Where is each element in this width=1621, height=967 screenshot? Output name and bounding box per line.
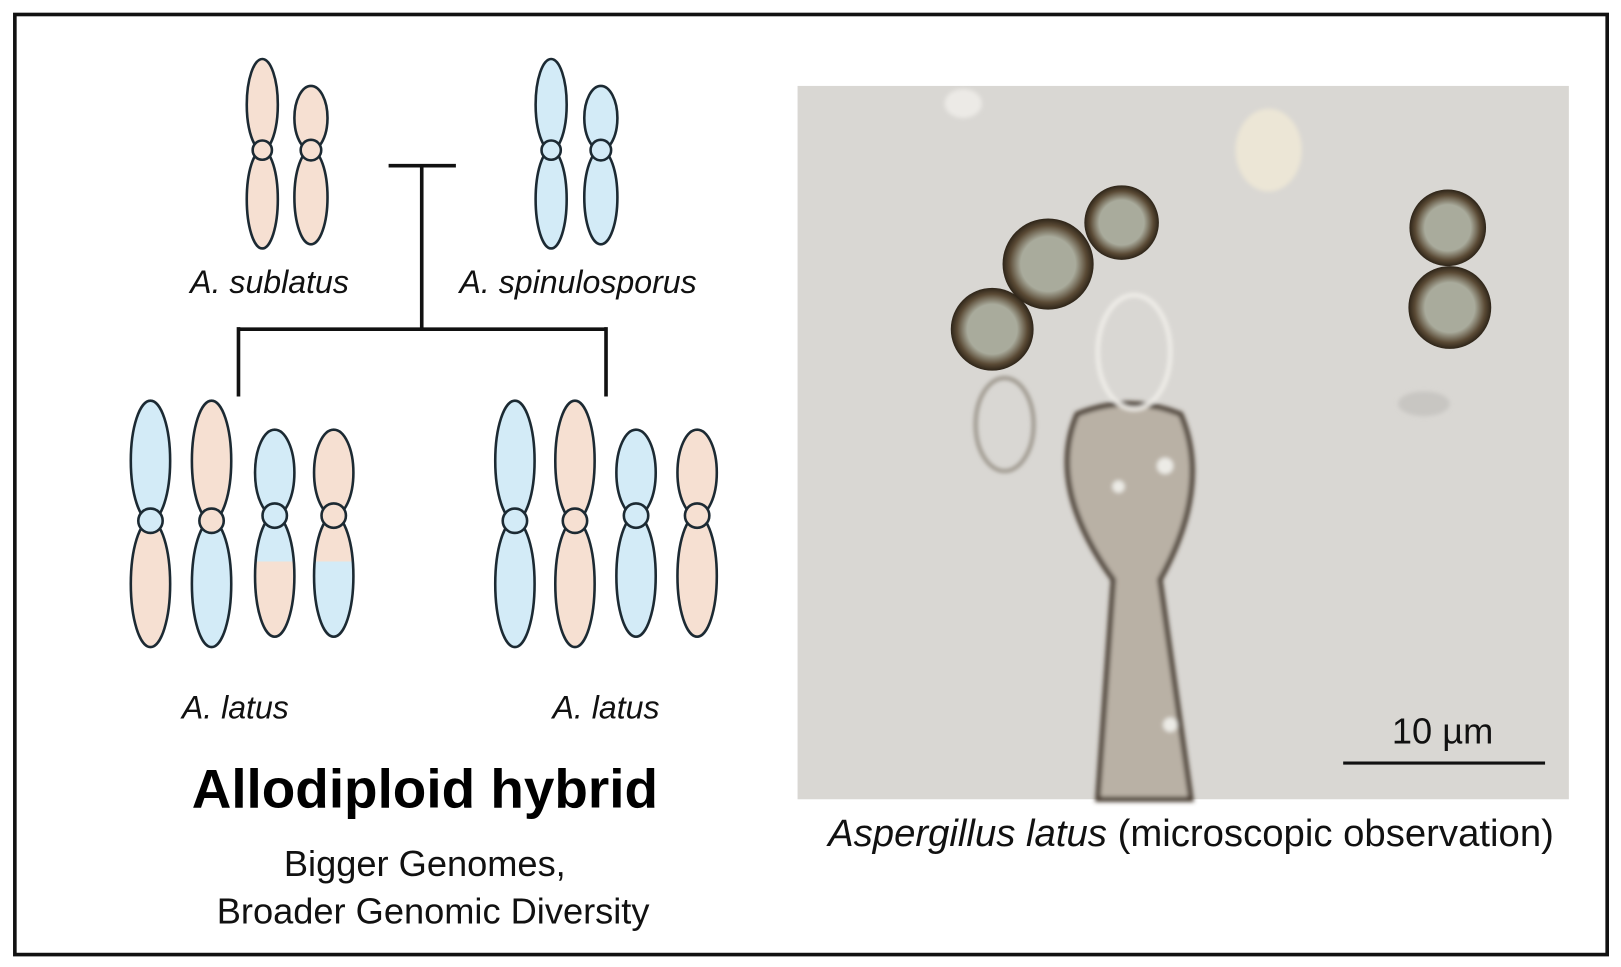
microscope-photo: 10 µm <box>797 85 1569 802</box>
chromosome-lower-arm <box>493 519 536 649</box>
chromosome-lower-arm <box>615 514 658 639</box>
chromosome <box>676 428 719 639</box>
chromosome-lower-arm <box>553 519 596 649</box>
centromere <box>136 507 164 535</box>
centromere <box>622 502 650 530</box>
chromosome-upper-arm <box>190 399 233 523</box>
chromosome-upper-arm <box>493 399 536 523</box>
chromosome-lower-arm <box>293 148 329 246</box>
chromosome-lower-arm <box>582 148 619 246</box>
chromosome-lower-arm <box>312 514 355 639</box>
offspring-label-left: A. latus <box>180 690 289 726</box>
chromosome-lower-arm <box>534 148 568 250</box>
chromosome <box>615 428 658 639</box>
centromere <box>198 507 226 535</box>
centromere <box>589 138 613 162</box>
chromosome-upper-arm <box>553 399 596 523</box>
cross-lines <box>236 163 608 397</box>
centromere <box>501 507 529 535</box>
chromosome-upper-arm <box>245 57 280 152</box>
chromosome-lower-arm <box>676 514 719 639</box>
centromere <box>261 502 289 530</box>
caption-description: (microscopic observation) <box>1107 812 1554 855</box>
chromosome-lower-arm <box>245 148 280 250</box>
chromosome <box>582 84 619 246</box>
centromere <box>299 138 323 162</box>
subtitle-line1: Bigger Genomes, <box>284 843 566 884</box>
scale-bar-label: 10 µm <box>1392 710 1493 751</box>
centromere <box>561 507 589 535</box>
centromere <box>251 139 274 162</box>
chromosome-upper-arm <box>534 57 568 152</box>
chromosome <box>293 84 329 246</box>
chromosome <box>312 428 355 639</box>
parent-label-spinulosporus: A. spinulosporus <box>457 264 696 300</box>
chromosome <box>553 399 596 649</box>
caption-species: Aspergillus latus <box>826 812 1107 855</box>
chromosome <box>129 399 172 649</box>
chromosome <box>534 57 568 250</box>
centromere <box>540 139 563 162</box>
chromosome-lower-arm <box>129 519 172 649</box>
chromosome-upper-arm <box>129 399 172 523</box>
chromosome-lower-arm <box>190 519 233 649</box>
chromosome <box>245 57 280 250</box>
centromere <box>320 502 348 530</box>
chromosome <box>493 399 536 649</box>
parent-label-sublatus: A. sublatus <box>188 264 349 300</box>
chromosome-lower-arm <box>253 514 296 639</box>
photo-caption: Aspergillus latus (microscopic observati… <box>826 812 1554 855</box>
chromosome <box>253 428 296 639</box>
title: Allodiploid hybrid <box>192 758 658 820</box>
chromosome <box>190 399 233 649</box>
centromere <box>683 502 711 530</box>
offspring-label-right: A. latus <box>551 690 660 726</box>
subtitle-line2: Broader Genomic Diversity <box>217 891 651 932</box>
chromosome-diagram <box>129 57 719 649</box>
